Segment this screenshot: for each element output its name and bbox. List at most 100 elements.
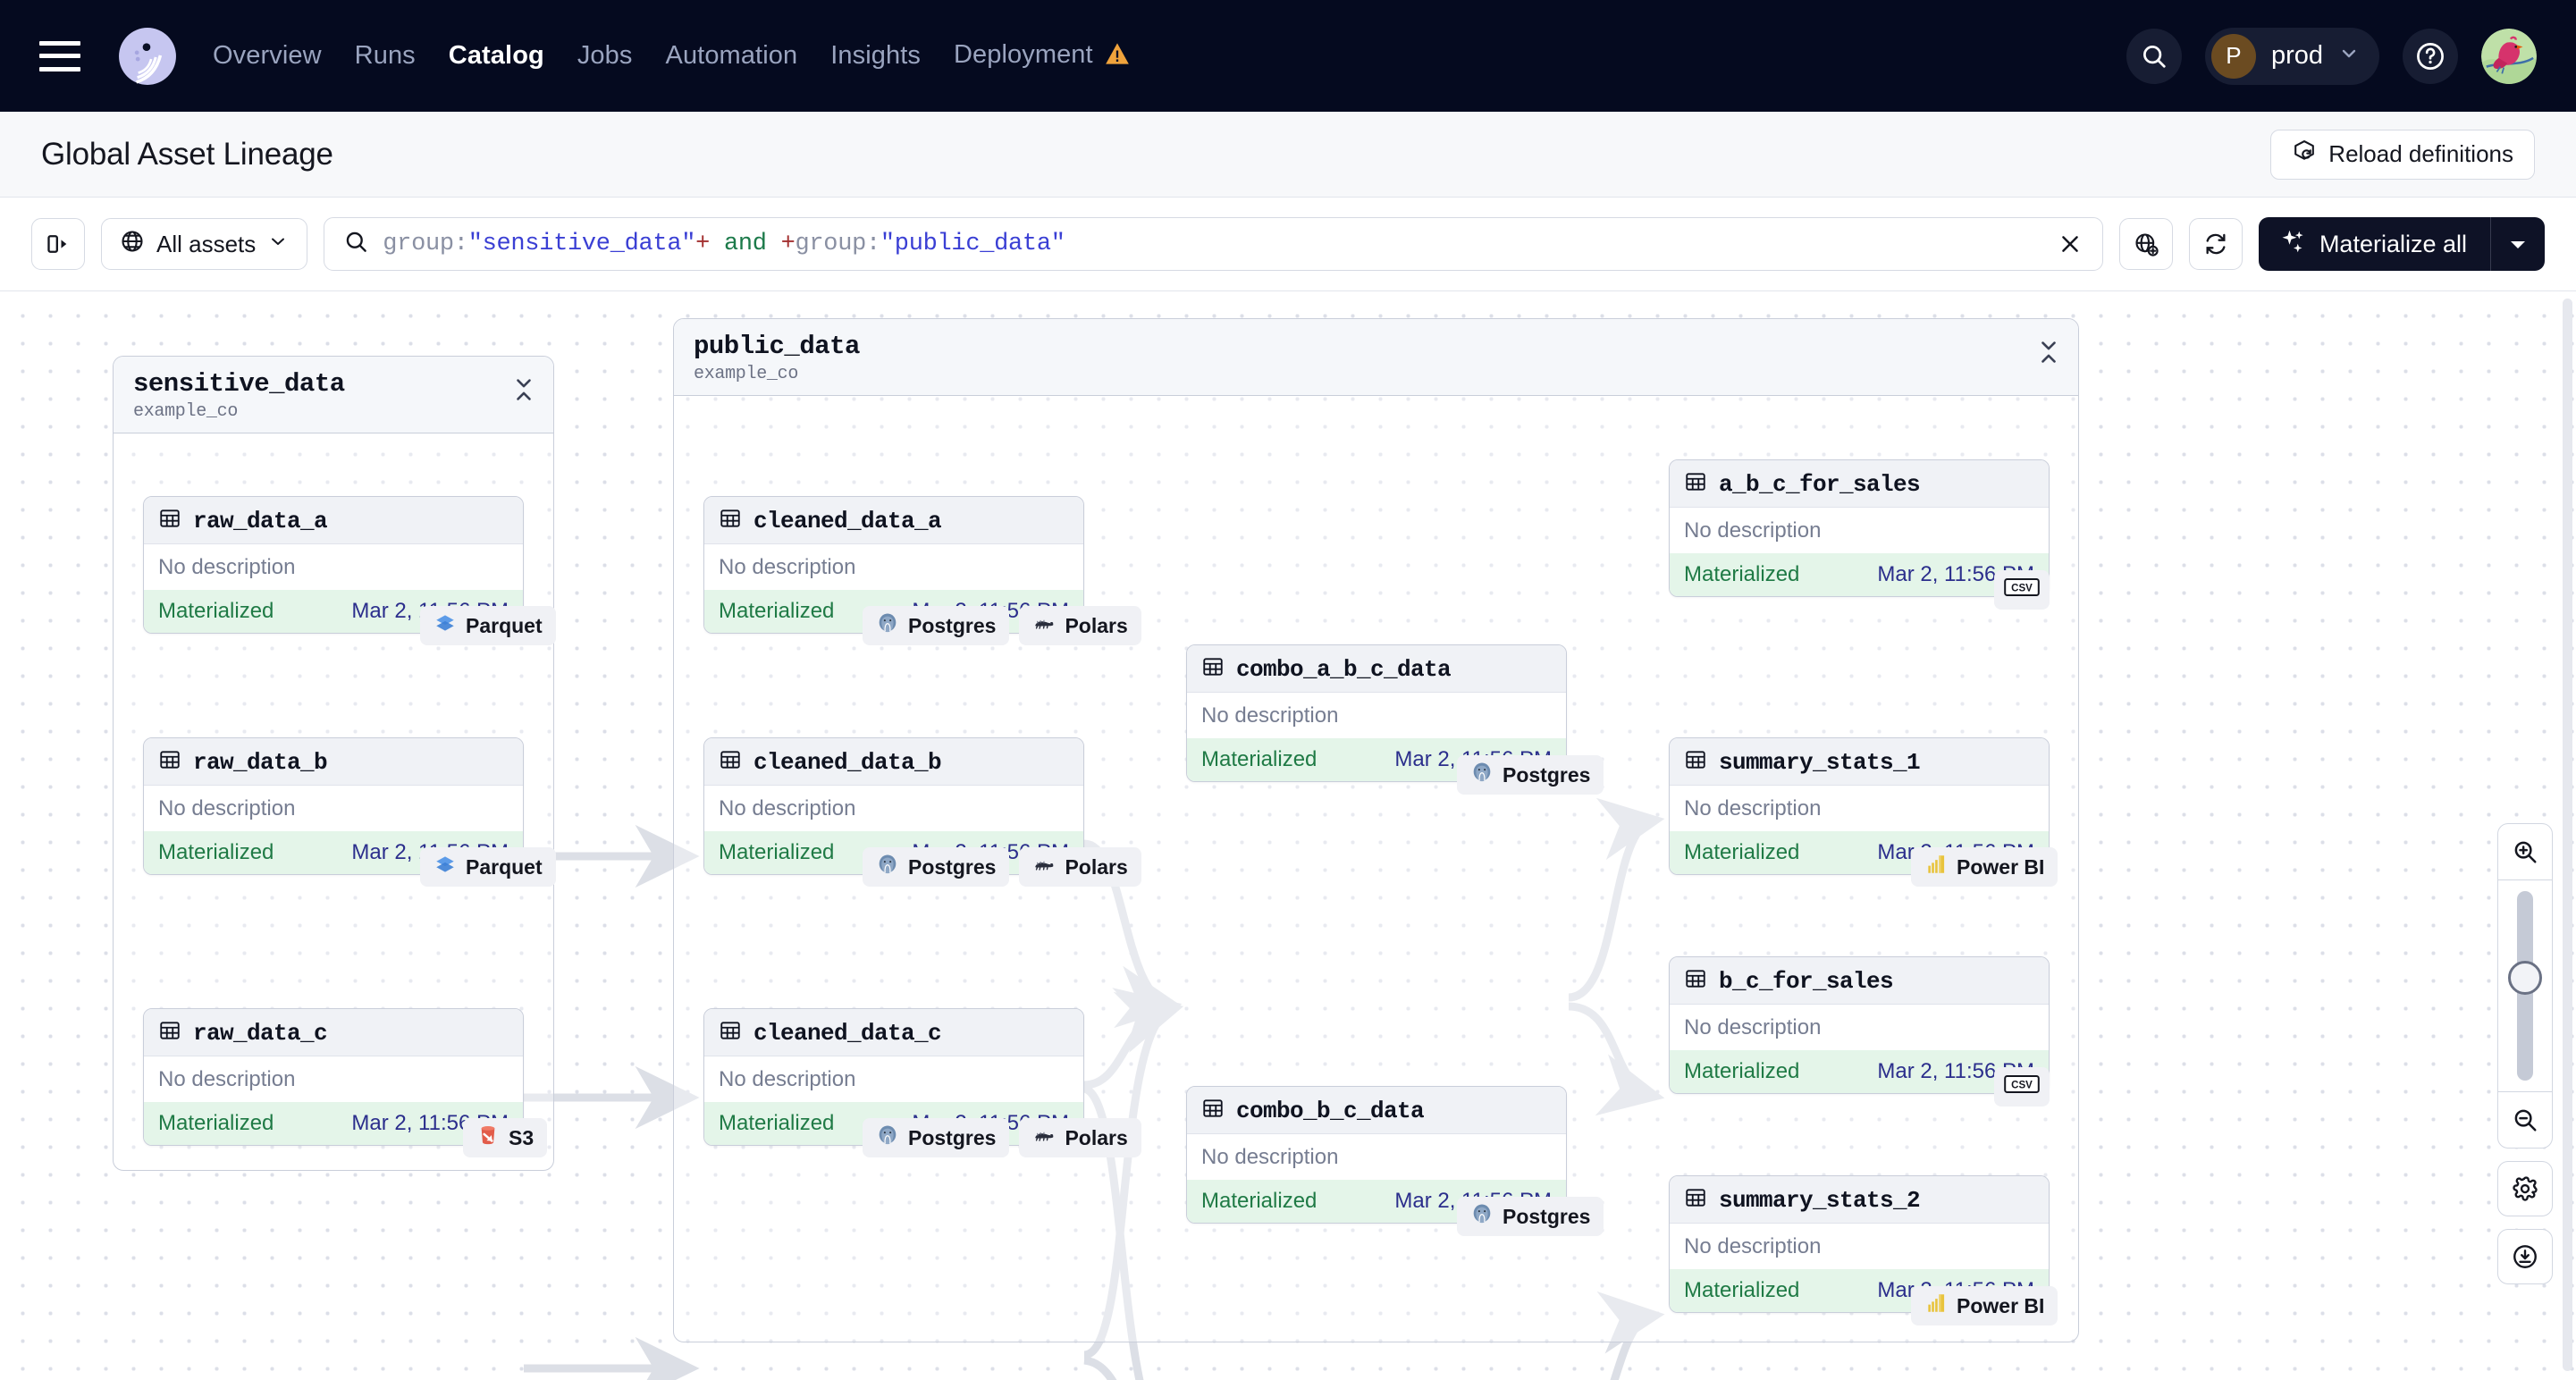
- deployment-switcher[interactable]: P prod: [2204, 27, 2379, 85]
- asset-node-name: summary_stats_1: [1719, 748, 1921, 776]
- asset-tag-csv[interactable]: CSV: [1994, 570, 2050, 610]
- asset-tag-postgres[interactable]: Postgres: [1457, 755, 1604, 795]
- table-grid-icon: [719, 507, 742, 534]
- asset-node-header: raw_data_a: [144, 497, 523, 544]
- graph-settings-gear-icon[interactable]: [2497, 1161, 2553, 1216]
- asset-tag-postgres[interactable]: Postgres: [863, 1118, 1010, 1157]
- nav-item-insights[interactable]: Insights: [830, 41, 921, 70]
- asset-node-description: No description: [1670, 1005, 2049, 1050]
- status-badge: Materialized: [1684, 1059, 1800, 1083]
- nav-item-automation[interactable]: Automation: [665, 41, 798, 70]
- nav-item-runs[interactable]: Runs: [354, 41, 416, 70]
- status-badge: Materialized: [1201, 747, 1317, 771]
- zoom-slider-knob[interactable]: [2508, 961, 2542, 995]
- asset-node-name: cleaned_data_b: [753, 748, 942, 776]
- lineage-canvas[interactable]: sensitive_data example_co public_data ex…: [0, 291, 2576, 1380]
- fit-to-screen-icon[interactable]: [2497, 1229, 2553, 1284]
- asset-node-description: No description: [144, 544, 523, 590]
- nav-right-cluster: P prod: [2126, 27, 2537, 85]
- zoom-slider[interactable]: [2498, 880, 2552, 1091]
- asset-tag-label: Power BI: [1957, 1293, 2045, 1317]
- search-icon: [344, 230, 368, 258]
- divider: [2498, 1091, 2552, 1092]
- nav-item-deployment[interactable]: Deployment: [954, 40, 1130, 72]
- group-header: sensitive_data example_co: [114, 357, 553, 433]
- canvas-scrollbar[interactable]: [2563, 299, 2572, 1371]
- asset-tag-row: CSV: [1994, 570, 2050, 610]
- asset-node-header: a_b_c_for_sales: [1670, 460, 2049, 508]
- reload-definitions-label: Reload definitions: [2328, 140, 2513, 167]
- status-badge: Materialized: [1684, 562, 1800, 586]
- asset-node-header: b_c_for_sales: [1670, 957, 2049, 1005]
- materialize-all-button[interactable]: Materialize all: [2258, 217, 2545, 271]
- status-badge: Materialized: [719, 1111, 835, 1135]
- zoom-in-icon[interactable]: [2498, 824, 2552, 879]
- asset-scope-selector[interactable]: All assets: [101, 218, 308, 270]
- refresh-button[interactable]: [2188, 218, 2243, 270]
- asset-tag-postgres[interactable]: Postgres: [1457, 1197, 1604, 1236]
- help-question-icon[interactable]: [2403, 28, 2458, 84]
- deployment-label: prod: [2270, 41, 2323, 70]
- search-icon[interactable]: [2126, 28, 2182, 84]
- group-collapse-icon[interactable]: [514, 369, 534, 406]
- asset-node-name: summary_stats_2: [1719, 1186, 1921, 1214]
- divider: [2498, 879, 2552, 880]
- asset-tag-postgres[interactable]: Postgres: [863, 847, 1010, 887]
- asset-tag-parquet[interactable]: Parquet: [420, 606, 556, 645]
- asset-tag-polars[interactable]: Polars: [1019, 606, 1141, 645]
- asset-tag-row: S3: [463, 1118, 548, 1157]
- powerbi-icon: [1924, 1292, 1948, 1320]
- materialize-dropdown-caret[interactable]: [2491, 217, 2545, 271]
- reload-definitions-button[interactable]: Reload definitions: [2270, 129, 2535, 180]
- clear-search-icon[interactable]: [2058, 231, 2083, 257]
- nav-item-catalog[interactable]: Catalog: [448, 41, 544, 70]
- asset-node-description: No description: [704, 1056, 1083, 1102]
- asset-node-header: combo_a_b_c_data: [1187, 645, 1566, 693]
- nav-links: Overview Runs Catalog Jobs Automation In…: [213, 40, 1130, 72]
- postgres-icon: [1470, 1202, 1494, 1231]
- status-badge: Materialized: [158, 1111, 274, 1135]
- asset-tag-parquet[interactable]: Parquet: [420, 847, 556, 887]
- polars-icon: [1032, 611, 1056, 640]
- asset-tag-csv[interactable]: CSV: [1994, 1067, 2050, 1107]
- zoom-out-icon[interactable]: [2498, 1092, 2552, 1148]
- s3-icon: [476, 1123, 500, 1152]
- asset-tag-polars[interactable]: Polars: [1019, 1118, 1141, 1157]
- materialize-all-main[interactable]: Materialize all: [2259, 217, 2490, 271]
- globe-plus-button[interactable]: [2118, 218, 2173, 270]
- table-grid-icon: [158, 507, 181, 534]
- table-grid-icon: [1684, 1186, 1707, 1214]
- asset-tag-polars[interactable]: Polars: [1019, 847, 1141, 887]
- asset-tag-label: Polars: [1065, 854, 1128, 879]
- asset-tag-postgres[interactable]: Postgres: [863, 606, 1010, 645]
- asset-node-name: raw_data_c: [193, 1019, 328, 1047]
- asset-node-name: raw_data_b: [193, 748, 328, 776]
- powerbi-icon: [1924, 853, 1948, 881]
- edge-group: [524, 797, 1665, 1380]
- zoom-controls: [2497, 823, 2553, 1284]
- svg-text:CSV: CSV: [2011, 1081, 2033, 1091]
- group-collapse-icon[interactable]: [2039, 332, 2058, 368]
- user-avatar[interactable]: [2481, 28, 2537, 84]
- hamburger-menu-icon[interactable]: [39, 40, 80, 72]
- asset-tag-power-bi[interactable]: Power BI: [1911, 1286, 2058, 1325]
- asset-tag-power-bi[interactable]: Power BI: [1911, 847, 2058, 887]
- nav-item-jobs[interactable]: Jobs: [577, 41, 633, 70]
- parquet-icon: [434, 853, 457, 881]
- table-grid-icon: [1684, 470, 1707, 498]
- asset-node-description: No description: [1670, 1224, 2049, 1269]
- asset-tag-label: Postgres: [908, 854, 997, 879]
- dagster-logo[interactable]: [118, 27, 177, 86]
- asset-search-input[interactable]: group:"sensitive_data"+ and +group:"publ…: [324, 217, 2103, 271]
- asset-node-header: raw_data_b: [144, 738, 523, 786]
- asset-tag-s3[interactable]: S3: [463, 1118, 548, 1157]
- asset-tag-label: S3: [509, 1125, 535, 1149]
- asset-node-header: summary_stats_2: [1670, 1176, 2049, 1224]
- sidebar-toggle-button[interactable]: [31, 218, 85, 270]
- nav-item-overview[interactable]: Overview: [213, 41, 322, 70]
